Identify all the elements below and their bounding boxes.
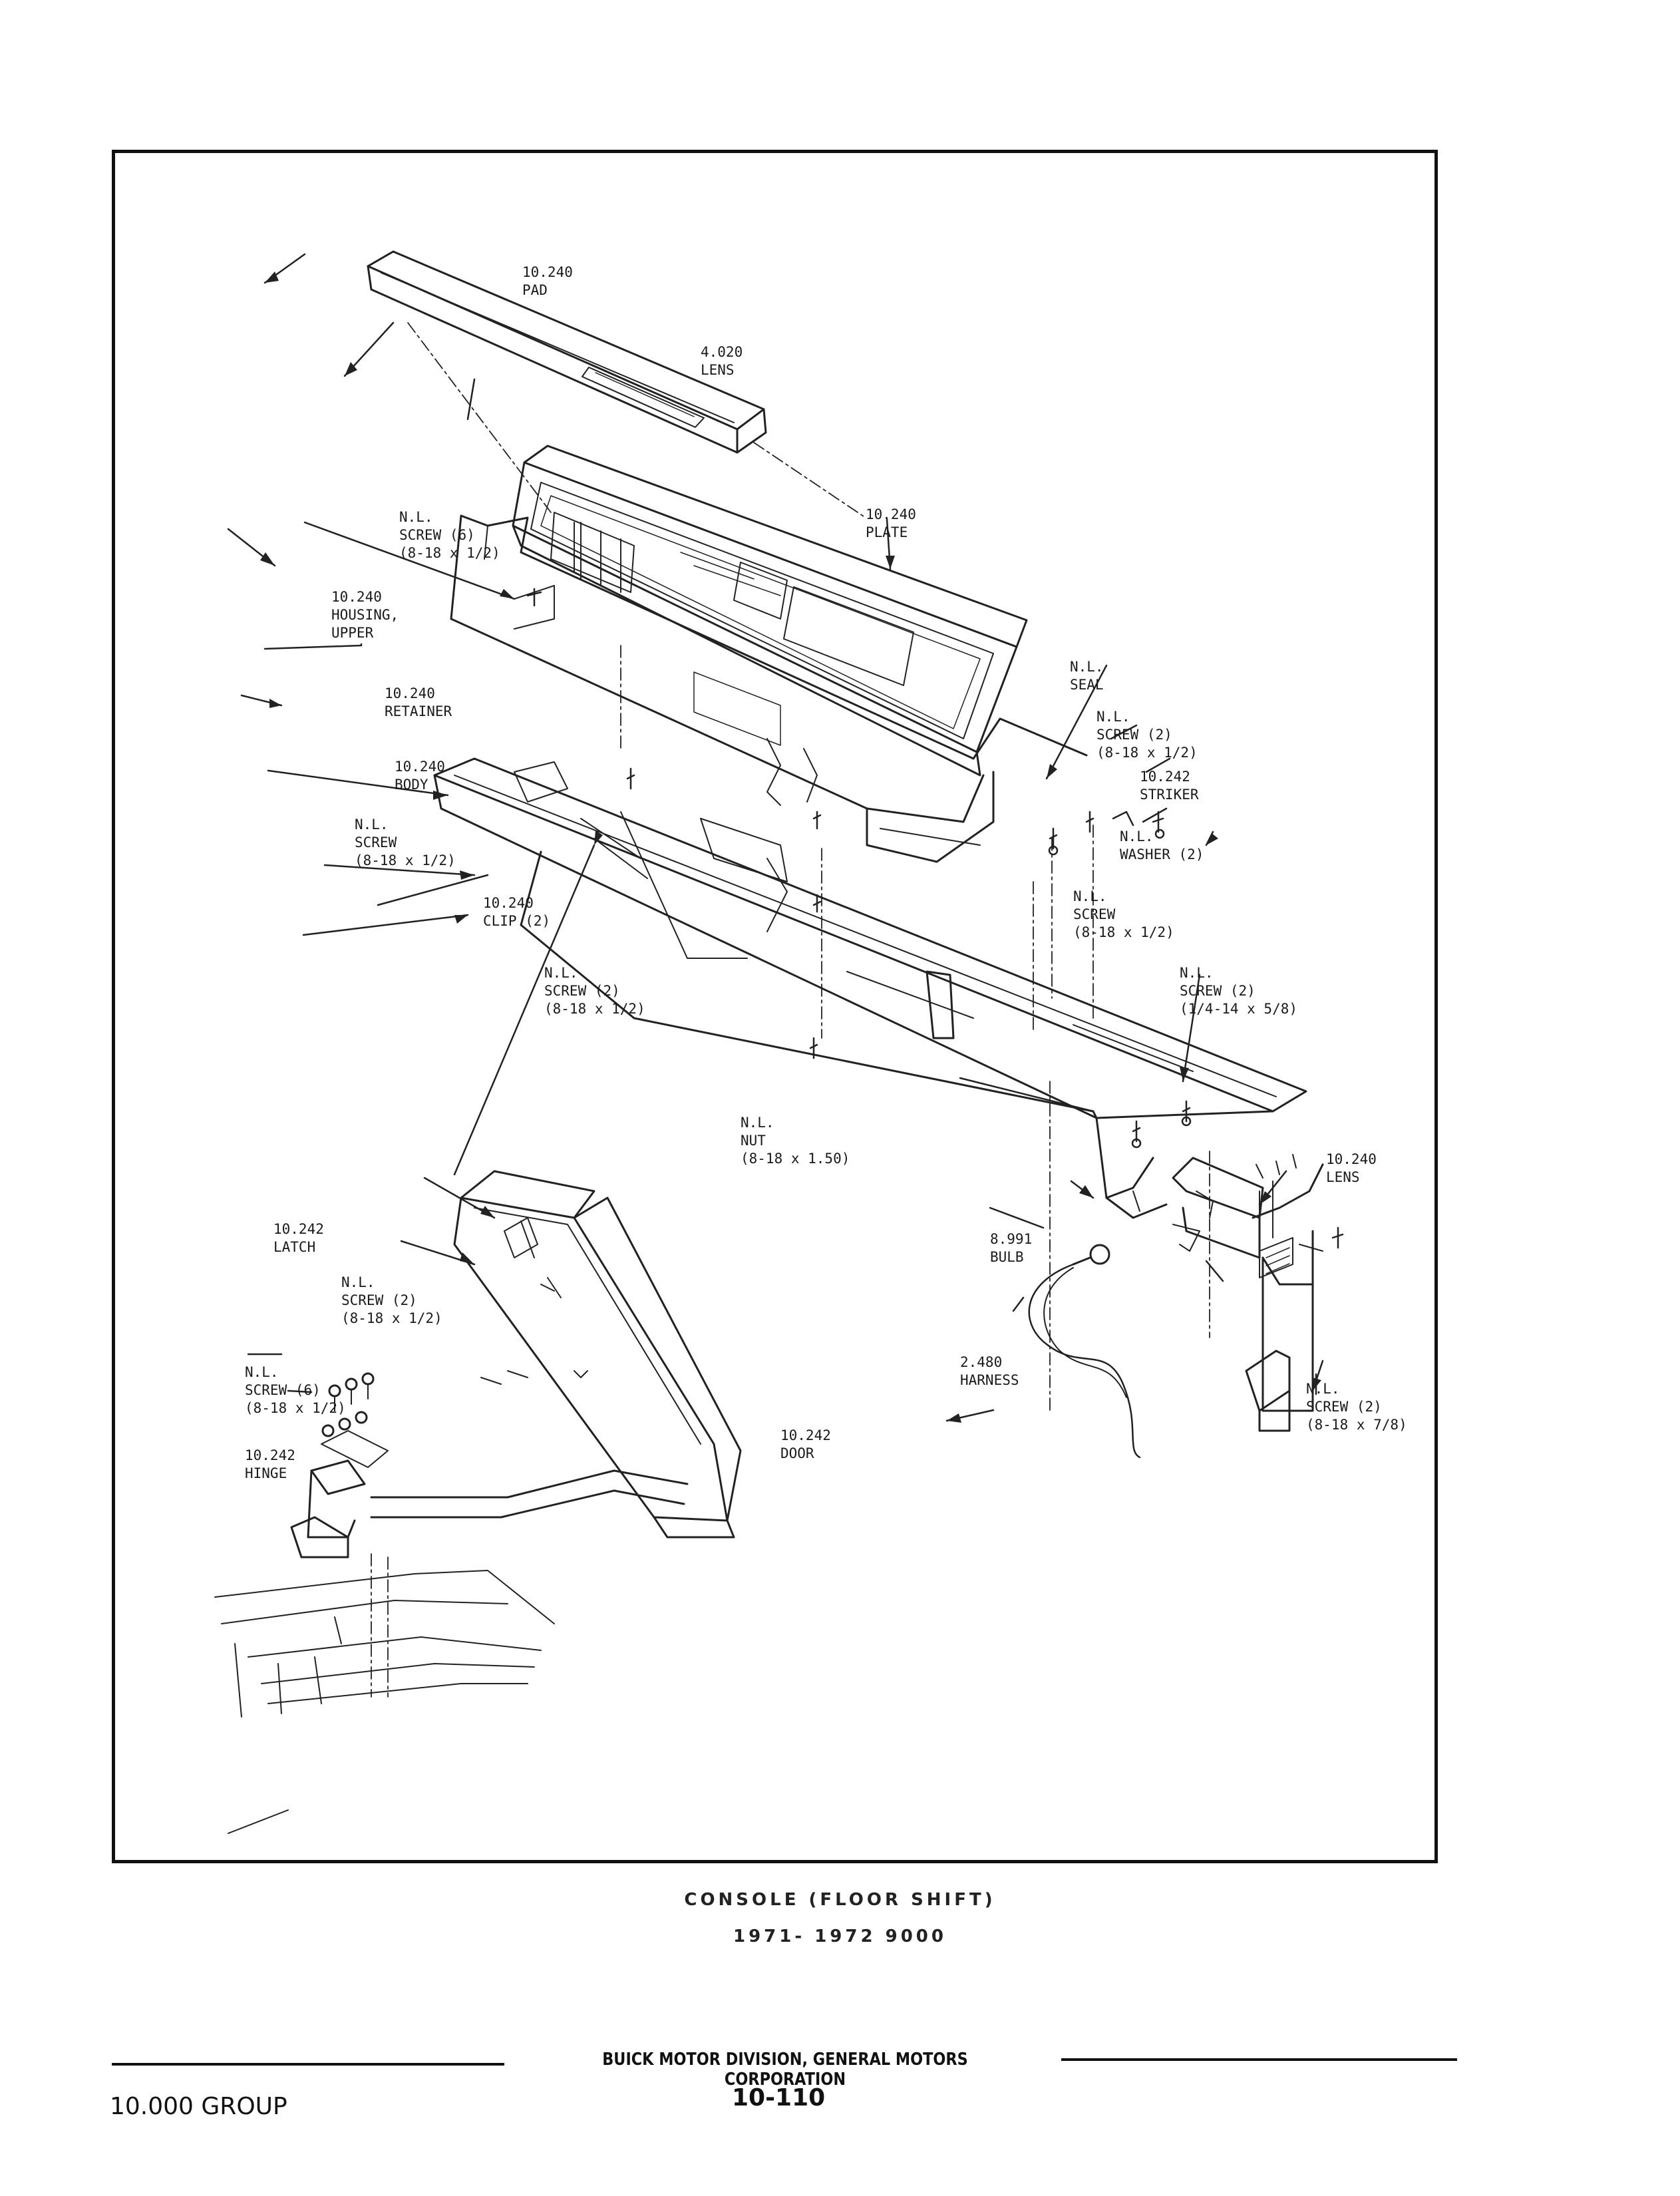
diagram-title: CONSOLE (FLOOR SHIFT) <box>684 1890 996 1910</box>
label-screw-2-lens: N.L.SCREW (2)(8-18 x 7/8) <box>1306 1381 1407 1433</box>
lower-left-partial <box>214 1570 555 1834</box>
label-screw-2-mid: N.L.SCREW (2)(8-18 x 1/2) <box>544 965 645 1017</box>
label-screw-6-top: N.L.SCREW (6)(8-18 x 1/2) <box>399 509 500 561</box>
exploded-console-drawing <box>214 250 1344 1834</box>
pad-part <box>367 250 767 454</box>
label-screw-2-door: N.L.SCREW (2)(8-18 x 1/2) <box>341 1274 442 1326</box>
label-screw-2-quarter: N.L.SCREW (2)(1/4-14 x 5/8) <box>1180 965 1298 1017</box>
arrowheads <box>260 272 1321 1423</box>
page-number: 10-110 <box>732 2084 826 2111</box>
leader-lines <box>227 253 1324 1422</box>
label-screw-left: N.L.SCREW(8-18 x 1/2) <box>355 817 456 868</box>
door-linkage <box>370 1370 689 1519</box>
lens-right-part <box>1132 1154 1324 1432</box>
footer-rule-left <box>112 2063 504 2066</box>
label-seal: N.L.SEAL <box>1070 659 1104 693</box>
label-screw-2-right: N.L.SCREW (2)(8-18 x 1/2) <box>1096 709 1198 761</box>
footer-group: 10.000 GROUP <box>110 2093 287 2120</box>
hinge-part <box>290 1372 389 1558</box>
label-screw-6-hinge: N.L.SCREW (6)(8-18 x 1/2) <box>245 1364 346 1416</box>
label-washer: N.L.WASHER (2) <box>1120 828 1204 862</box>
body-part <box>433 757 1307 1219</box>
footer-rule-right <box>1061 2058 1457 2061</box>
diagram-years: 1971- 1972 9000 <box>733 1926 947 1946</box>
door-part <box>453 1170 742 1539</box>
bulb-harness-part <box>1028 1244 1141 1459</box>
screws <box>526 588 1344 1395</box>
footer-corporation: BUICK MOTOR DIVISION, GENERAL MOTORS COR… <box>602 2050 968 2090</box>
label-nut: N.L.NUT(8-18 x 1.50) <box>741 1115 850 1167</box>
plate-part <box>512 445 1028 777</box>
label-screw-right: N.L.SCREW(8-18 x 1/2) <box>1073 888 1174 940</box>
upper-housing-part <box>450 514 1088 863</box>
